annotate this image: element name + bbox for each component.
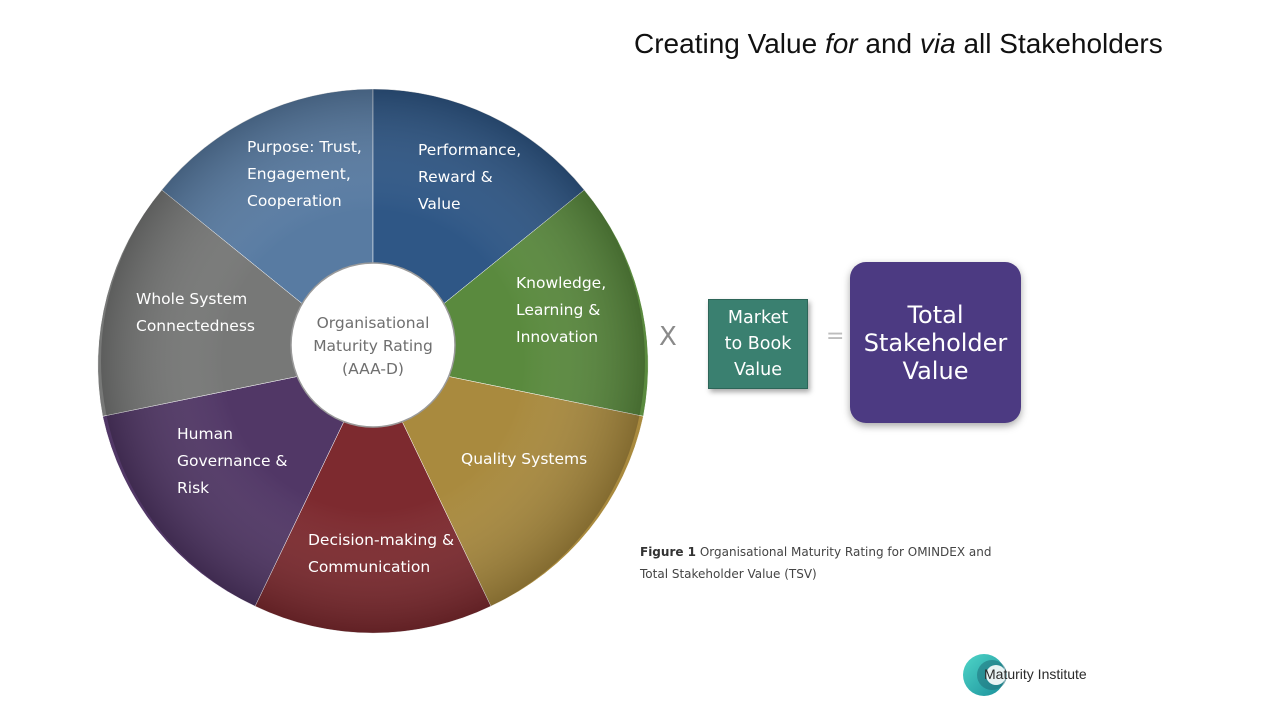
label-knowledge: Knowledge, Learning & Innovation — [516, 274, 607, 346]
maturity-institute-logo-icon — [963, 654, 1007, 696]
total-stakeholder-value-box: Total Stakeholder Value — [850, 262, 1021, 423]
equals-sign: = — [826, 324, 845, 349]
figure-caption: Figure 1 Organisational Maturity Rating … — [640, 545, 992, 581]
label-human: Human Governance & Risk — [177, 425, 288, 497]
label-quality: Quality Systems — [461, 450, 588, 468]
title-via: via — [919, 28, 956, 59]
caption-label: Figure 1 — [640, 545, 697, 559]
market-to-book-box: Market to Book Value — [708, 299, 808, 389]
hub-label: Organisational Maturity Rating (AAA-D) — [313, 314, 433, 378]
label-performance: Performance, Reward & Value — [418, 141, 522, 213]
multiply-sign: X — [659, 322, 677, 352]
label-whole-system: Whole System Connectedness — [136, 290, 255, 335]
title-for: for — [824, 28, 858, 59]
label-purpose: Purpose: Trust, Engagement, Cooperation — [247, 138, 362, 210]
label-decision: Decision-making & Communication — [308, 531, 455, 576]
wheel-hub — [290, 262, 456, 428]
logo-text[interactable]: Maturity Institute — [984, 666, 1087, 682]
page-title: Creating Value for and via all Stakehold… — [634, 28, 1163, 59]
